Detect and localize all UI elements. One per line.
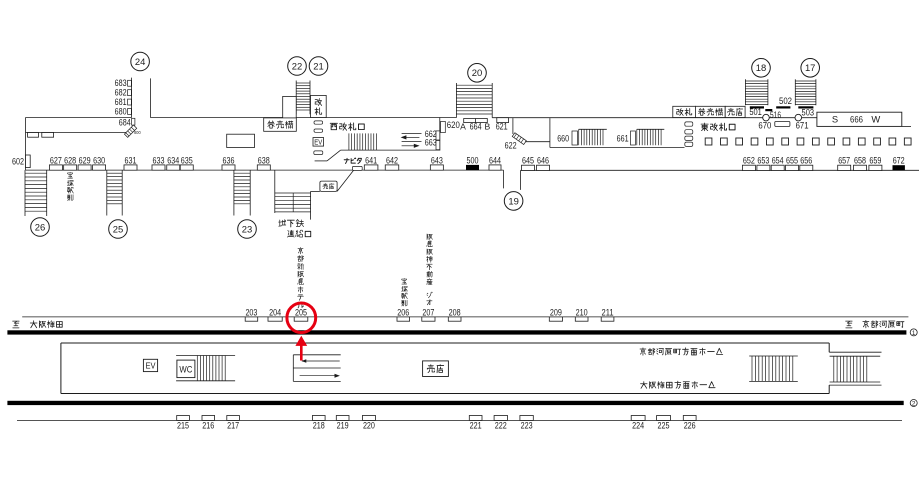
svg-text:2: 2 <box>912 401 916 408</box>
svg-text:631: 631 <box>125 154 137 165</box>
svg-text:621: 621 <box>496 121 508 132</box>
svg-text:516: 516 <box>770 110 781 120</box>
svg-text:17: 17 <box>805 63 816 74</box>
svg-text:660: 660 <box>557 133 569 144</box>
svg-text:671: 671 <box>796 119 809 130</box>
svg-text:WC: WC <box>179 364 193 374</box>
svg-text:628: 628 <box>64 154 76 165</box>
svg-text:20: 20 <box>472 68 483 79</box>
svg-text:642: 642 <box>386 154 398 165</box>
svg-text:657: 657 <box>838 154 850 165</box>
svg-text:221: 221 <box>470 420 482 431</box>
svg-text:W: W <box>871 114 880 125</box>
svg-text:220: 220 <box>363 420 375 431</box>
svg-text:655: 655 <box>786 154 798 165</box>
svg-text:S: S <box>832 114 838 125</box>
svg-text:205: 205 <box>295 306 307 317</box>
svg-text:EV: EV <box>146 362 156 371</box>
svg-text:204: 204 <box>269 306 281 317</box>
svg-text:622: 622 <box>505 139 517 150</box>
svg-text:670: 670 <box>758 119 771 130</box>
svg-text:501: 501 <box>749 106 762 117</box>
svg-text:223: 223 <box>521 420 533 431</box>
svg-text:26: 26 <box>35 222 46 233</box>
svg-text:208: 208 <box>449 306 461 317</box>
svg-text:222: 222 <box>495 420 507 431</box>
svg-text:656: 656 <box>800 154 812 165</box>
svg-text:800: 800 <box>134 130 141 135</box>
svg-text:636: 636 <box>223 154 235 165</box>
svg-text:633: 633 <box>153 154 165 165</box>
svg-text:206: 206 <box>397 306 409 317</box>
svg-text:503: 503 <box>802 107 815 118</box>
svg-text:218: 218 <box>313 420 325 431</box>
svg-text:215: 215 <box>177 420 189 431</box>
svg-text:216: 216 <box>202 420 214 431</box>
svg-text:683: 683 <box>115 77 127 88</box>
svg-text:635: 635 <box>181 154 193 165</box>
svg-text:659: 659 <box>869 154 881 165</box>
svg-text:226: 226 <box>684 420 696 431</box>
svg-text:627: 627 <box>50 154 62 165</box>
svg-text:641: 641 <box>365 154 377 165</box>
svg-text:645: 645 <box>522 154 534 165</box>
svg-text:634: 634 <box>167 154 179 165</box>
svg-text:210: 210 <box>576 306 588 317</box>
svg-text:18: 18 <box>756 63 767 74</box>
svg-text:661: 661 <box>617 133 629 144</box>
svg-text:22: 22 <box>292 61 303 72</box>
svg-text:19: 19 <box>508 196 519 207</box>
svg-text:658: 658 <box>854 154 866 165</box>
svg-text:209: 209 <box>550 306 562 317</box>
svg-text:211: 211 <box>602 306 614 317</box>
svg-text:629: 629 <box>79 154 91 165</box>
svg-text:654: 654 <box>772 154 784 165</box>
svg-text:B: B <box>485 122 491 132</box>
svg-text:203: 203 <box>245 306 257 317</box>
svg-text:672: 672 <box>893 154 905 165</box>
svg-text:225: 225 <box>658 420 670 431</box>
svg-text:644: 644 <box>489 154 501 165</box>
svg-text:217: 217 <box>227 420 239 431</box>
svg-text:219: 219 <box>337 420 349 431</box>
svg-text:643: 643 <box>431 154 443 165</box>
svg-text:620: 620 <box>447 119 460 130</box>
svg-text:630: 630 <box>93 154 105 165</box>
svg-text:666: 666 <box>850 114 863 125</box>
svg-text:A: A <box>460 122 466 132</box>
svg-text:502: 502 <box>779 95 792 106</box>
svg-text:24: 24 <box>135 57 146 68</box>
svg-text:646: 646 <box>537 154 549 165</box>
svg-text:680: 680 <box>115 105 127 116</box>
svg-text:653: 653 <box>757 154 769 165</box>
svg-text:652: 652 <box>743 154 755 165</box>
svg-text:23: 23 <box>242 224 253 235</box>
svg-text:662: 662 <box>425 128 437 139</box>
svg-text:207: 207 <box>422 306 434 317</box>
svg-text:663: 663 <box>425 136 437 147</box>
svg-text:664: 664 <box>470 121 482 132</box>
svg-text:682: 682 <box>115 87 127 98</box>
svg-text:638: 638 <box>258 154 270 165</box>
svg-text:1: 1 <box>912 330 916 337</box>
svg-text:21: 21 <box>313 61 324 72</box>
svg-text:EV: EV <box>314 138 322 147</box>
svg-text:602: 602 <box>12 155 24 166</box>
svg-text:681: 681 <box>115 96 127 107</box>
svg-text:224: 224 <box>632 420 644 431</box>
svg-text:684: 684 <box>119 116 131 127</box>
svg-text:500: 500 <box>467 154 479 165</box>
svg-text:25: 25 <box>113 224 124 235</box>
